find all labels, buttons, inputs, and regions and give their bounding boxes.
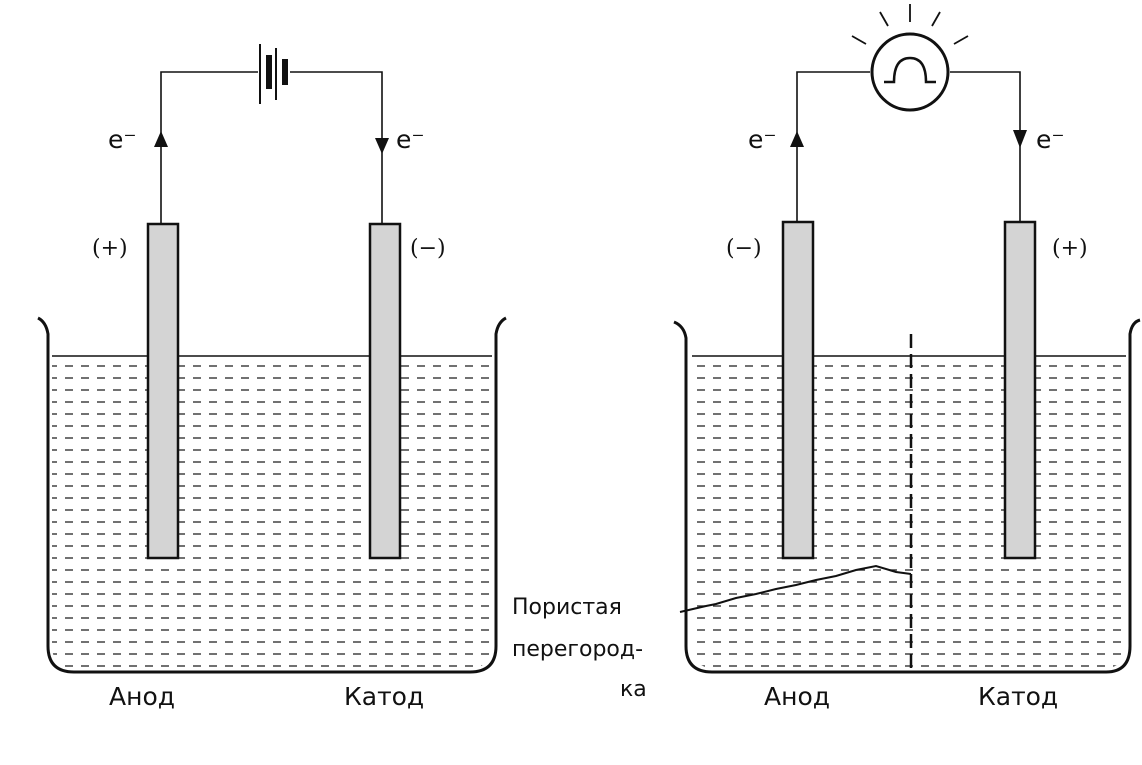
callout-label-line2: перегород- xyxy=(512,637,643,662)
porous-partition-callout: Пористая перегород- ка xyxy=(512,564,912,702)
beaker xyxy=(673,318,1141,674)
cathode-label: Катод xyxy=(978,682,1058,711)
cathode-electrode xyxy=(1003,220,1037,560)
anode-label: Анод xyxy=(764,682,830,711)
polarity-sign-left: (−) xyxy=(726,236,762,261)
cathode-label: Катод xyxy=(344,682,424,711)
electron-label-left: e⁻ xyxy=(748,125,777,154)
electrolyte-liquid xyxy=(52,356,492,668)
polarity-sign-left: (+) xyxy=(92,236,128,261)
circuit-wire xyxy=(160,71,383,224)
polarity-sign-right: (+) xyxy=(1052,236,1088,261)
callout-leader-line xyxy=(679,564,912,613)
lamp-icon xyxy=(851,4,969,112)
callout-label-line3: ка xyxy=(620,677,647,702)
electrolytic-cell: e⁻ e⁻ (+) (−) Анод Катод xyxy=(37,44,507,711)
anode-label: Анод xyxy=(109,682,175,711)
electron-arrow-down xyxy=(375,138,389,154)
circuit-wire xyxy=(796,71,1021,222)
battery-icon xyxy=(259,44,288,104)
polarity-sign-right: (−) xyxy=(410,236,446,261)
anode-electrode xyxy=(146,222,180,560)
electron-arrow-up xyxy=(790,131,804,147)
electron-label-right: e⁻ xyxy=(396,125,425,154)
electrolyte-liquid xyxy=(692,356,1126,668)
anode-electrode xyxy=(781,220,815,560)
cathode-electrode xyxy=(368,222,402,560)
electron-label-right: e⁻ xyxy=(1036,125,1065,154)
electron-arrow-up xyxy=(154,131,168,147)
callout-label-line1: Пористая xyxy=(512,595,622,620)
galvanic-cell: e⁻ e⁻ (−) (+) Анод Катод xyxy=(673,4,1141,711)
electron-arrow-down xyxy=(1013,130,1027,148)
electron-label-left: e⁻ xyxy=(108,125,137,154)
beaker xyxy=(37,316,507,674)
